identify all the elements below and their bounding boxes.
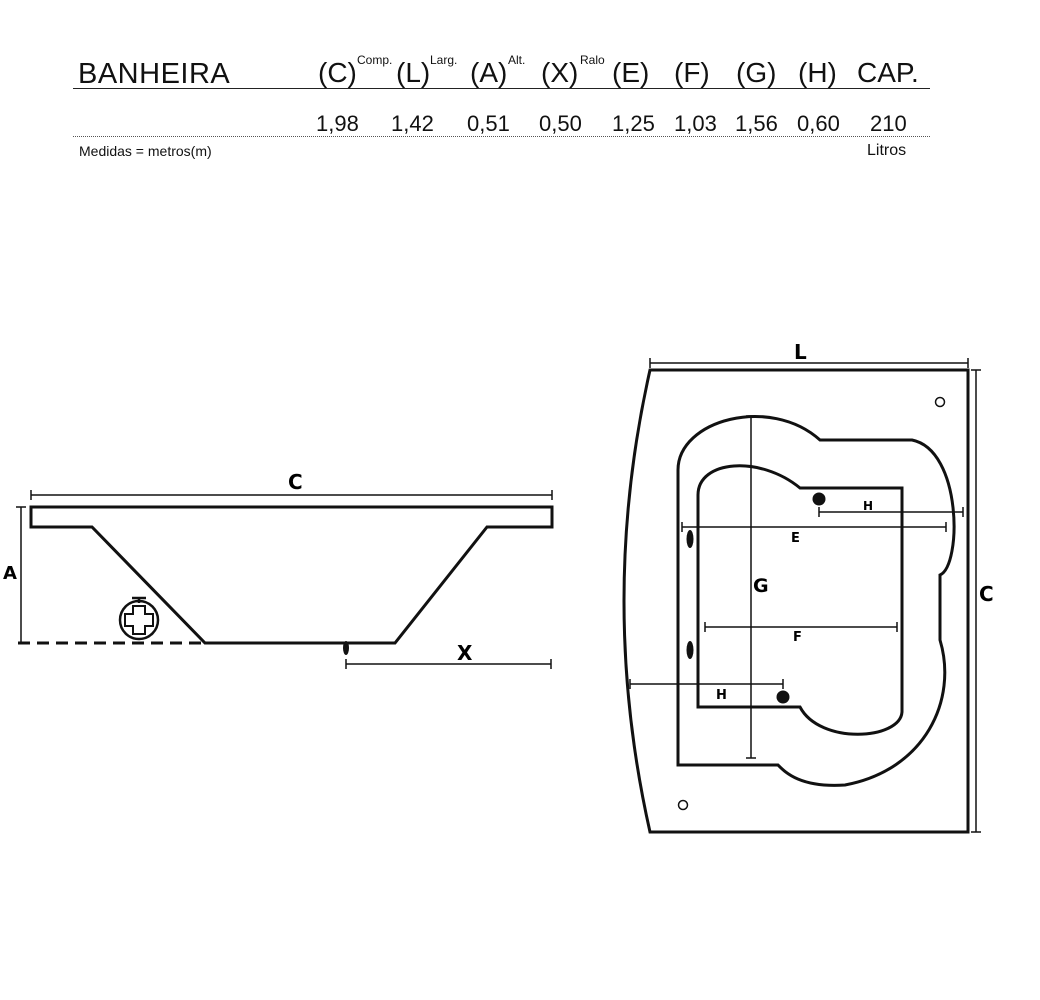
values-rule [73,136,930,137]
tub-top-outline [622,368,970,834]
capacity-unit: Litros [867,142,907,159]
drain-top-lower [686,641,694,659]
value-cap: 210 [870,111,907,136]
label-h-bottom: H [716,688,727,703]
dimension-f [704,622,898,632]
label-h-top: H [863,499,873,513]
dimension-h-top [818,507,964,517]
value-a: 0,51 [467,111,510,136]
dimension-a [16,506,26,643]
jet-top [812,492,826,506]
label-e: E [791,531,800,546]
value-c: 1,98 [316,111,359,136]
label-a: A [3,563,17,584]
value-g: 1,56 [735,111,778,136]
header-x-sup: Ralo [580,53,605,67]
value-x: 0,50 [539,111,582,136]
value-e: 1,25 [612,111,655,136]
dimension-c-top [971,369,981,833]
dimension-g [746,415,756,759]
drain-top-upper [686,530,694,548]
table-title: BANHEIRA [78,58,231,90]
mounting-hole-top [934,396,946,408]
label-x: X [457,641,473,665]
value-h: 0,60 [797,111,840,136]
jet-bottom [776,690,790,704]
header-a: (A) [470,57,508,88]
header-f: (F) [674,57,710,88]
top-view [622,358,981,834]
value-l: 1,42 [391,111,434,136]
dimension-c-side [30,490,553,500]
header-c-sup: Comp. [357,53,393,67]
label-l: L [794,340,807,364]
header-l-sup: Larg. [430,53,458,67]
label-c-top: C [979,582,994,606]
header-c: (C) [318,57,357,88]
label-c-side: C [288,470,303,494]
tub-side-outline [29,505,554,645]
header-cap: CAP. [857,57,919,88]
header-e: (E) [612,57,650,88]
label-g: G [753,575,769,597]
dimension-e [681,522,947,532]
header-rule [73,88,930,89]
header-a-sup: Alt. [508,53,526,67]
drain-outlet [343,641,349,655]
dimension-l [649,358,969,368]
header-l: (L) [396,57,431,88]
valve-icon [118,596,160,641]
dimension-x [345,659,552,669]
header-h: (H) [798,57,837,88]
label-f: F [793,630,802,645]
header-x: (X) [541,57,579,88]
units-note: Medidas = metros(m) [79,143,212,159]
header-g: (G) [736,57,777,88]
value-f: 1,03 [674,111,717,136]
side-view [16,490,554,669]
mounting-hole-bottom [677,799,689,811]
basin-outer [676,415,956,787]
basin-inner [696,464,904,736]
dimension-h-bottom [629,679,784,689]
